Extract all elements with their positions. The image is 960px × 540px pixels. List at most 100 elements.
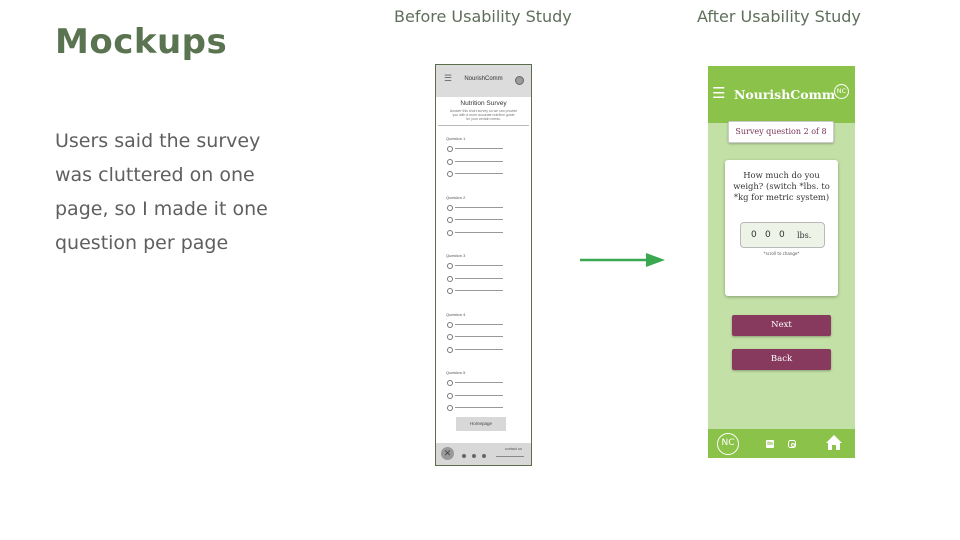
logo-placeholder-icon: ✕ (441, 447, 454, 460)
radio-option[interactable] (446, 228, 531, 241)
linkedin-icon[interactable]: in (766, 440, 774, 448)
weight-picker[interactable]: 0 0 0 lbs. (740, 222, 825, 248)
option-line (455, 265, 503, 266)
option-line (455, 336, 503, 337)
slide-description: Users said the survey was cluttered on o… (55, 124, 315, 260)
footer-logo-icon[interactable]: NC (717, 433, 739, 455)
option-line (455, 348, 503, 350)
hamburger-icon[interactable]: ☰ (712, 84, 726, 102)
question-line: weigh? (switch *lbs. to (733, 181, 830, 191)
radio-option[interactable] (446, 403, 531, 416)
option-line (455, 219, 503, 220)
radio-icon[interactable] (447, 321, 453, 328)
radio-option[interactable] (446, 332, 531, 345)
weight-unit[interactable]: lbs. (797, 231, 812, 240)
logo-icon (515, 76, 524, 85)
description-line: Users said the survey (55, 130, 261, 152)
logo-icon[interactable]: NC (834, 84, 849, 99)
option-line (455, 160, 503, 162)
home-icon[interactable] (825, 434, 843, 452)
description-line: question per page (55, 232, 229, 254)
radio-icon[interactable] (447, 275, 453, 282)
radio-icon[interactable] (447, 146, 453, 152)
radio-icon[interactable] (447, 392, 453, 399)
radio-option[interactable] (446, 320, 531, 333)
radio-icon[interactable] (447, 263, 453, 269)
radio-icon[interactable] (447, 158, 453, 165)
radio-icon[interactable] (447, 288, 453, 294)
radio-option[interactable] (446, 345, 531, 358)
radio-icon[interactable] (447, 346, 453, 353)
radio-icon[interactable] (447, 405, 453, 411)
arrow-right-icon (580, 253, 665, 267)
question-label: Question 5 (446, 370, 466, 375)
option-line (455, 407, 503, 408)
app-brand: NourishComm (734, 87, 836, 102)
option-line (455, 148, 503, 149)
instagram-icon[interactable] (788, 440, 796, 448)
social-icon[interactable] (482, 454, 486, 458)
question-line: *kg for metric system) (733, 192, 830, 202)
radio-option[interactable] (446, 144, 531, 157)
radio-icon[interactable] (447, 204, 453, 211)
question-block: Question 5 (446, 370, 531, 416)
weight-digit[interactable]: 0 (765, 230, 771, 240)
wireframe-footer: ✕ contact us (436, 443, 531, 465)
question-block: Question 4 (446, 312, 531, 358)
question-block: Question 3 (446, 253, 531, 299)
before-wireframe: ☰ NourishComm Nutrition Survey Answer th… (435, 64, 532, 466)
radio-option[interactable] (446, 203, 531, 216)
survey-description-line: for your certain needs. (466, 117, 501, 121)
description-line: page, so I made it one (55, 198, 268, 220)
question-block: Question 2 (446, 195, 531, 241)
option-line (455, 231, 503, 233)
radio-icon[interactable] (447, 217, 453, 223)
radio-icon[interactable] (447, 229, 453, 236)
radio-option[interactable] (446, 261, 531, 274)
radio-option[interactable] (446, 169, 531, 182)
radio-option[interactable] (446, 378, 531, 391)
option-line (455, 323, 503, 325)
divider (438, 125, 529, 126)
weight-digit[interactable]: 0 (779, 230, 785, 240)
radio-icon[interactable] (447, 380, 453, 386)
survey-title: Nutrition Survey (460, 100, 507, 107)
radio-option[interactable] (446, 391, 531, 404)
slide-title: Mockups (55, 22, 228, 62)
option-line (455, 206, 503, 208)
radio-icon[interactable] (447, 171, 453, 177)
homepage-button[interactable]: Homepage (456, 417, 506, 431)
survey-description-line: you with a more accurate nutrition guide (452, 113, 515, 117)
radio-option[interactable] (446, 215, 531, 228)
after-caption: After Usability Study (697, 7, 861, 26)
social-icon[interactable] (462, 454, 466, 458)
back-button[interactable]: Back (732, 349, 831, 370)
question-label: Question 1 (446, 136, 466, 141)
wireframe-header: ☰ NourishComm (436, 65, 531, 97)
social-icon[interactable] (472, 454, 476, 458)
question-label: Question 3 (446, 253, 466, 258)
option-line (455, 290, 503, 291)
option-line (455, 394, 503, 396)
option-line (455, 382, 503, 383)
before-caption: Before Usability Study (394, 7, 572, 26)
weight-digit[interactable]: 0 (751, 230, 757, 240)
radio-option[interactable] (446, 157, 531, 170)
next-button[interactable]: Next (732, 315, 831, 336)
survey-description: Answer this short survey so we can provi… (436, 107, 531, 121)
scroll-hint: *scroll to change* (763, 251, 800, 256)
after-mockup: ☰ NourishComm NC Survey question 2 of 8 … (708, 66, 855, 458)
app-footer: NC in (708, 429, 855, 458)
question-label: Question 2 (446, 194, 466, 200)
radio-icon[interactable] (447, 334, 453, 340)
hamburger-icon[interactable]: ☰ (444, 73, 453, 83)
question-list: Question 1 Question 2 Question 3 Questio… (436, 126, 531, 416)
option-line (455, 173, 503, 174)
survey-description-line: Answer this short survey so we can provi… (449, 109, 518, 113)
radio-option[interactable] (446, 286, 531, 299)
wireframe-brand: NourishComm (464, 76, 503, 82)
question-card: How much do you weigh? (switch *lbs. to … (725, 160, 838, 296)
radio-option[interactable] (446, 274, 531, 287)
contact-link[interactable]: contact us (504, 447, 522, 451)
question-progress: Survey question 2 of 8 (728, 121, 834, 143)
